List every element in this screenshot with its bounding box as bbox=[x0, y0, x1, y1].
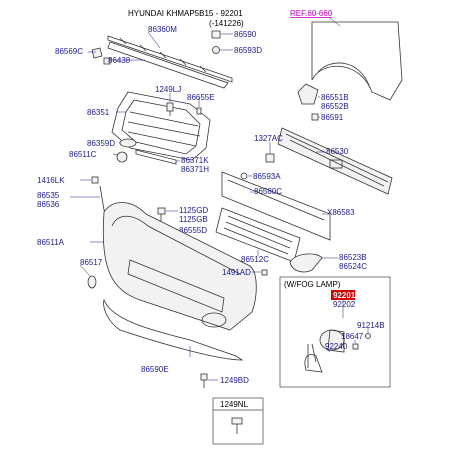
label-86655E: 86655E bbox=[187, 93, 215, 102]
label-1125GB: 1125GB bbox=[179, 215, 208, 224]
revision-header: (-141226) bbox=[209, 19, 244, 28]
bolt-1249LJ bbox=[166, 102, 174, 116]
label-92201[interactable]: 92201 bbox=[333, 291, 356, 300]
label-1416LK: 1416LK bbox=[37, 176, 65, 185]
clip-86590 bbox=[211, 30, 221, 39]
label-86438: 86438 bbox=[108, 56, 131, 65]
label-86569C: 86569C bbox=[55, 47, 83, 56]
highlight-92201[interactable] bbox=[331, 290, 355, 300]
label-1125GD: 1125GD bbox=[179, 206, 208, 215]
label-86359D: 86359D bbox=[87, 139, 115, 148]
lip-spoiler-86590E bbox=[103, 298, 244, 361]
bolt-1125GD bbox=[157, 207, 166, 222]
label-86517: 86517 bbox=[80, 258, 103, 267]
clip-86593A bbox=[240, 172, 248, 180]
fender bbox=[311, 21, 403, 101]
label-X86583: X86583 bbox=[327, 208, 355, 217]
label-86580C: 86580C bbox=[254, 187, 282, 196]
screw-86591 bbox=[311, 113, 319, 121]
radiator-grille bbox=[111, 91, 211, 161]
label-86551B: 86551B bbox=[321, 93, 349, 102]
bracket-86569C bbox=[91, 47, 103, 59]
label-86593A: 86593A bbox=[253, 172, 281, 181]
label-86371K: 86371K bbox=[181, 156, 209, 165]
label-86590E: 86590E bbox=[141, 365, 169, 374]
bolt-1249BD bbox=[200, 373, 208, 388]
fog-lamp-title: (W/FOG LAMP) bbox=[284, 280, 341, 289]
reference-link[interactable]: REF.60-660 bbox=[290, 9, 333, 18]
fog-cover-86523B bbox=[289, 253, 323, 273]
label-18647: 18647 bbox=[341, 332, 364, 341]
label-1249LJ: 1249LJ bbox=[155, 85, 181, 94]
bracket-86438 bbox=[103, 57, 111, 65]
emblem-86511C bbox=[116, 151, 128, 163]
label-86511A: 86511A bbox=[37, 238, 65, 247]
label-86351: 86351 bbox=[87, 108, 110, 117]
bolt-1249NL bbox=[231, 417, 243, 434]
label-86530: 86530 bbox=[326, 147, 349, 156]
label-86535: 86535 bbox=[37, 191, 60, 200]
label-92240: 92240 bbox=[325, 342, 348, 351]
label-86591: 86591 bbox=[321, 113, 344, 122]
fastener-1416LK bbox=[91, 176, 99, 184]
label-86523B: 86523B bbox=[339, 253, 367, 262]
emblem-86359D bbox=[119, 138, 137, 148]
label-1327AC: 1327AC bbox=[254, 134, 283, 143]
clip-86655E bbox=[196, 107, 202, 115]
label-86555D: 86555D bbox=[179, 226, 207, 235]
bumper-cover-86511A bbox=[102, 202, 257, 331]
fastener-1327AC bbox=[265, 153, 275, 163]
label-86524C: 86524C bbox=[339, 262, 367, 271]
label-86536: 86536 bbox=[37, 200, 60, 209]
bracket-86551B bbox=[297, 83, 319, 105]
label-86590: 86590 bbox=[234, 30, 257, 39]
label-91214B: 91214B bbox=[357, 321, 385, 330]
bolt-box-title: 1249NL bbox=[220, 400, 249, 409]
screw-1491AD bbox=[261, 269, 268, 276]
label-86552B: 86552B bbox=[321, 102, 349, 111]
label-86593D: 86593D bbox=[234, 46, 262, 55]
bolt-box-1249NL bbox=[212, 397, 264, 445]
connector-91214B bbox=[365, 333, 371, 339]
model-header: HYUNDAI KHMAP5B15 - 92201 bbox=[128, 9, 243, 18]
absorber-86580C bbox=[221, 171, 331, 241]
label-86371H: 86371H bbox=[181, 165, 209, 174]
label-86360M: 86360M bbox=[148, 25, 177, 34]
upper-grille-strip bbox=[107, 35, 233, 89]
cap-86517 bbox=[87, 275, 97, 289]
label-86511C: 86511C bbox=[69, 150, 97, 159]
label-1249BD: 1249BD bbox=[220, 376, 249, 385]
fog-lamp-box bbox=[279, 276, 391, 388]
label-1491AD: 1491AD bbox=[222, 268, 251, 277]
bulb-18647 bbox=[352, 343, 359, 350]
fog-lamp-assembly bbox=[304, 329, 345, 373]
label-92202: 92202 bbox=[333, 300, 356, 309]
bumper-beam bbox=[277, 127, 393, 195]
molding-86371 bbox=[135, 149, 177, 165]
label-86512C: 86512C bbox=[241, 255, 269, 264]
clip-86593D bbox=[212, 46, 220, 54]
